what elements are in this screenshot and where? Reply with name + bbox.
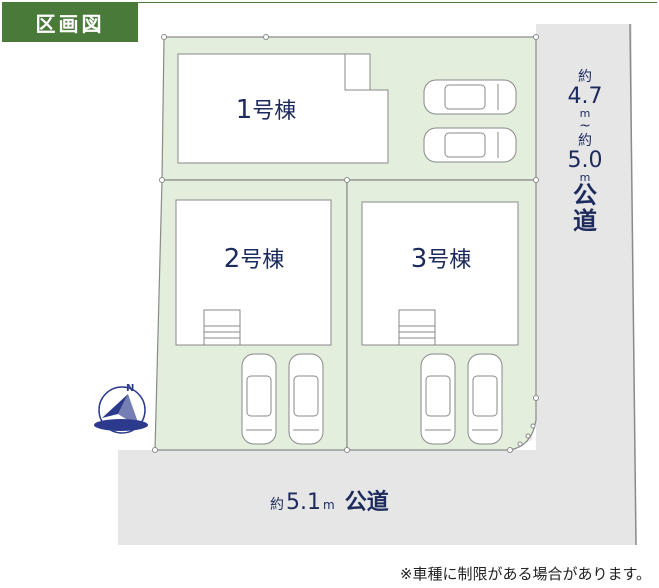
building-2-suffix: 号棟: [240, 248, 285, 273]
building-3: [361, 201, 519, 346]
building-3-suffix: 号棟: [427, 248, 472, 273]
building-1-label: 1号棟: [236, 93, 297, 125]
east-road-width-1: 4.7: [567, 83, 603, 109]
car-2b: [288, 353, 324, 445]
compass-north-label: N: [126, 383, 134, 394]
south-road-name: 公道: [344, 490, 389, 515]
east-road-unit-2: m: [579, 170, 591, 184]
east-road-approx-1: 約: [578, 69, 592, 85]
building-2: [175, 199, 332, 346]
south-road-width: 5.1: [286, 490, 321, 515]
car-3b: [467, 353, 503, 445]
east-road-label: 約 4.7 m ~ 約 5.0 m 公 道: [548, 70, 622, 234]
east-road-width-2: 5.0: [567, 147, 603, 173]
car-1b: [423, 127, 517, 163]
page-title: 区画図: [2, 2, 138, 42]
south-road-approx: 約: [270, 497, 284, 513]
car-3a: [420, 353, 456, 445]
building-1-porch: [344, 53, 371, 91]
east-road-unit-1: m: [579, 106, 591, 120]
south-road-label: 約 5.1 m 公道: [270, 484, 389, 515]
building-3-steps: [398, 309, 436, 346]
south-road: [118, 450, 536, 545]
east-road-kanji-2: 道: [573, 206, 597, 235]
east-road-tilde: ~: [579, 118, 591, 135]
east-road-approx-2: 約: [578, 133, 592, 150]
footnote: ※車種に制限がある場合があります。: [399, 565, 651, 583]
building-2-steps: [203, 309, 241, 346]
east-road-edge: [629, 23, 637, 546]
north-compass-icon: [94, 386, 148, 434]
building-2-label: 2号棟: [224, 242, 285, 274]
boundary-markers: [152, 34, 539, 453]
building-1-suffix: 号棟: [252, 99, 297, 124]
building-3-number: 3: [410, 244, 428, 274]
car-2a: [241, 353, 277, 445]
building-3-label: 3号棟: [411, 242, 472, 274]
south-road-unit: m: [323, 498, 335, 512]
header-rule: [138, 2, 657, 3]
east-road-kanji-1: 公: [573, 181, 597, 210]
east-road-strip: [536, 24, 632, 545]
car-1a: [423, 79, 517, 115]
building-1-number: 1: [235, 95, 253, 125]
building-2-number: 2: [223, 244, 241, 274]
